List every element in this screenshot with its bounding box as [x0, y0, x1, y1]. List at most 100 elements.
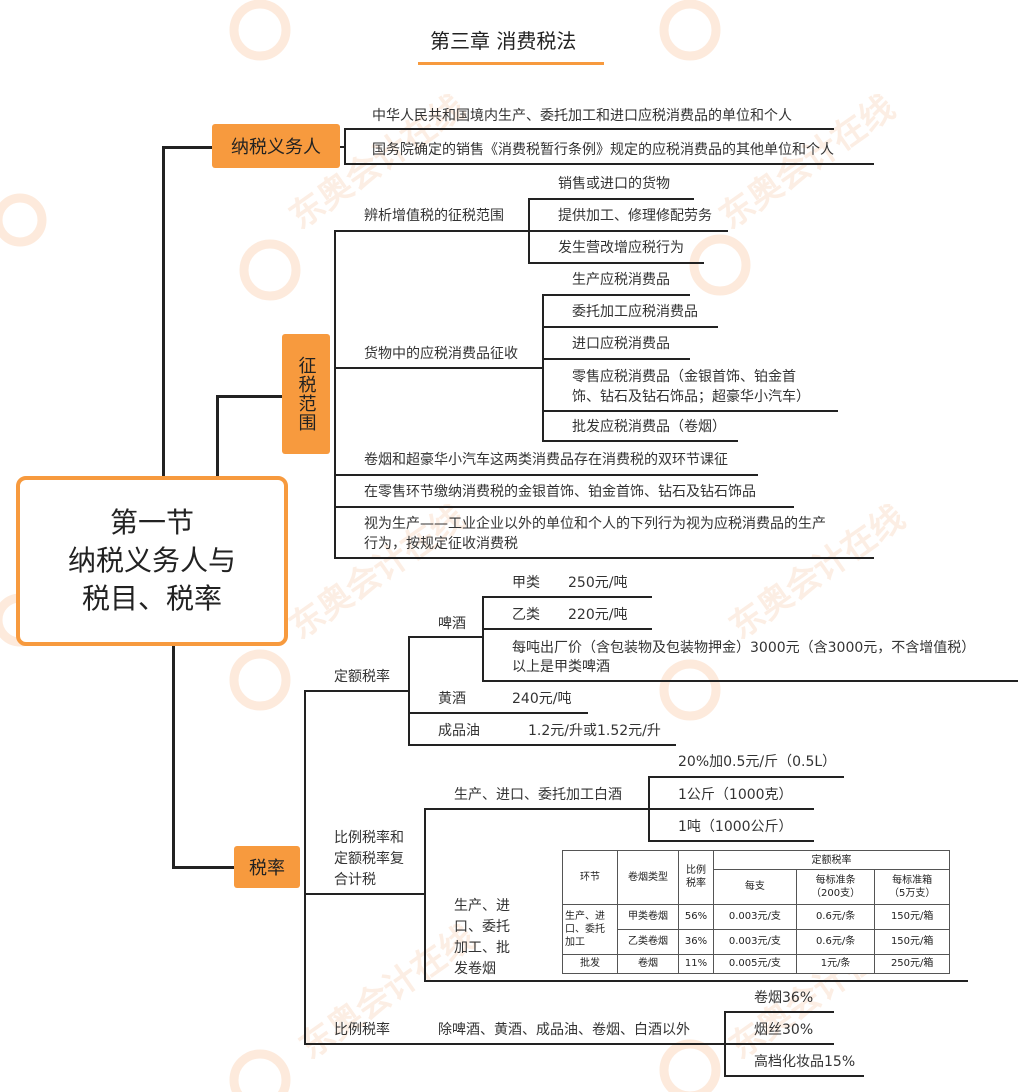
goods-item-retail-1: 零售应税消费品（金银首饰、铂金首 — [572, 369, 796, 385]
divider — [408, 636, 410, 746]
trunk-upper — [162, 146, 165, 480]
scope-retail-stage: 在零售环节缴纳消费税的金银首饰、铂金首饰、钻石及钻石饰品 — [364, 484, 756, 500]
cell-bar: 0.6元/条 — [795, 903, 876, 930]
cell-box: 150元/箱 — [874, 903, 950, 930]
rates-vertical — [304, 690, 306, 1044]
oil-rate: 1.2元/升或1.52元/升 — [528, 723, 661, 739]
center-line-1: 第一节 — [109, 506, 194, 539]
th-fixed: 定额税率 — [713, 849, 950, 871]
scope-node: 征税范围 — [282, 334, 330, 454]
cigarette-tax-table: 环节 卷烟类型 比例 税率 定额税率 每支 每标准条 （200支） 每标准箱 （… — [562, 849, 950, 975]
compound-3: 合计税 — [334, 872, 376, 888]
divider — [482, 628, 652, 630]
rates-node: 税率 — [234, 846, 300, 888]
oil: 成品油 — [438, 723, 480, 739]
cell-type: 卷烟 — [617, 953, 679, 975]
th-box: 每标准箱 （5万支） — [874, 869, 950, 905]
th-box-l2: （5万支） — [888, 887, 936, 899]
cigarette-4: 发卷烟 — [454, 961, 496, 977]
divider — [648, 808, 814, 810]
rice-wine-rate: 240元/吨 — [512, 691, 572, 707]
th-bar-l2: （200支） — [811, 887, 861, 899]
divider — [648, 776, 844, 778]
distinguish-item-2: 提供加工、修理修配劳务 — [558, 208, 712, 224]
goods-item-2: 委托加工应税消费品 — [572, 304, 698, 320]
taxpayer-node: 纳税义务人 — [212, 124, 340, 168]
th-ratio-l1: 比例 — [686, 865, 706, 877]
th-box-l1: 每标准箱 — [892, 874, 933, 886]
rice-wine: 黄酒 — [438, 691, 466, 707]
cell-type: 乙类卷烟 — [617, 928, 679, 955]
goods-item-retail-2: 饰、钻石及钻石饰品；超豪华小汽车） — [572, 389, 810, 405]
scope-double: 卷烟和超豪华小汽车这两类消费品存在消费税的双环节课征 — [364, 452, 728, 468]
divider — [542, 326, 718, 328]
divider — [542, 410, 838, 412]
stage1-l1: 生产、进 — [565, 910, 605, 922]
divider — [724, 1043, 834, 1045]
divider — [334, 230, 530, 232]
taxpayer-item-2: 国务院确定的销售《消费税暂行条例》规定的应税消费品的其他单位和个人 — [372, 142, 834, 158]
divider — [648, 840, 814, 842]
liquor-item-2: 1公斤（1000克） — [678, 787, 793, 803]
prop-item-3: 高档化妆品15% — [754, 1054, 856, 1070]
th-ratio: 比例 税率 — [678, 850, 714, 905]
cell-box: 150元/箱 — [874, 928, 950, 955]
link-rates — [172, 866, 234, 869]
cell-box: 250元/箱 — [874, 953, 950, 975]
table-row: 乙类卷烟 36% 0.003元/支 0.6元/条 150元/箱 — [563, 928, 950, 955]
cell-type: 甲类卷烟 — [617, 903, 679, 930]
divider — [408, 636, 484, 638]
compound-2: 定额税率复 — [334, 851, 404, 867]
th-stage: 环节 — [562, 850, 618, 905]
divider — [542, 294, 544, 440]
liquor-item-1: 20%加0.5元/斤（0.5L） — [678, 754, 837, 770]
divider — [542, 440, 738, 442]
beer-a-rate: 250元/吨 — [568, 575, 628, 591]
trunk-lower — [172, 640, 175, 866]
scope-deemed-2: 行为，按规定征收消费税 — [364, 536, 518, 552]
divider — [542, 294, 690, 296]
scope-goods: 货物中的应税消费品征收 — [364, 346, 518, 362]
divider — [724, 1075, 864, 1077]
stage-wholesale: 批发 — [562, 953, 618, 975]
distinguish-item-3: 发生营改增应税行为 — [558, 240, 684, 256]
prop-item-2: 烟丝30% — [754, 1022, 814, 1038]
taxpayer-link — [340, 146, 346, 148]
divider — [334, 367, 544, 369]
liquor-item-3: 1吨（1000公斤） — [678, 819, 793, 835]
divider — [482, 596, 652, 598]
cell-ratio: 36% — [678, 928, 714, 955]
taxpayer-item-1: 中华人民共和国境内生产、委托加工和进口应税消费品的单位和个人 — [372, 108, 792, 124]
center-line-2: 纳税义务人与 — [67, 544, 236, 577]
cell-each: 0.005元/支 — [713, 953, 797, 975]
scope-vertical — [334, 230, 336, 558]
cell-ratio: 11% — [678, 953, 714, 975]
cigarette-2: 口、委托 — [454, 919, 510, 935]
center-node: 第一节 纳税义务人与 税目、税率 — [16, 476, 288, 646]
divider — [482, 680, 1018, 682]
cell-each: 0.003元/支 — [713, 928, 797, 955]
divider — [304, 1043, 726, 1045]
divider — [408, 712, 588, 714]
divider — [528, 262, 704, 264]
divider — [304, 893, 426, 895]
divider — [334, 474, 758, 476]
cigarette-3: 加工、批 — [454, 940, 510, 956]
scope-distinguish: 辨析增值税的征税范围 — [364, 208, 504, 224]
divider — [424, 980, 968, 982]
divider — [344, 128, 834, 130]
compound-1: 比例税率和 — [334, 830, 404, 846]
th-type: 卷烟类型 — [617, 850, 679, 905]
th-each: 每支 — [713, 869, 797, 905]
cell-bar: 1元/条 — [795, 953, 876, 975]
goods-item-wholesale: 批发应税消费品（卷烟） — [572, 419, 726, 435]
trunk-mid — [216, 395, 219, 480]
divider — [334, 557, 874, 559]
scope-label: 征税范围 — [295, 356, 317, 432]
goods-item-3: 进口应税消费品 — [572, 336, 670, 352]
divider — [482, 596, 484, 682]
prop-item-1: 卷烟36% — [754, 990, 814, 1006]
divider — [424, 808, 650, 810]
scope-deemed-1: 视为生产——工业企业以外的单位和个人的下列行为视为应税消费品的生产 — [364, 516, 826, 532]
beer-b: 乙类 — [512, 607, 540, 623]
